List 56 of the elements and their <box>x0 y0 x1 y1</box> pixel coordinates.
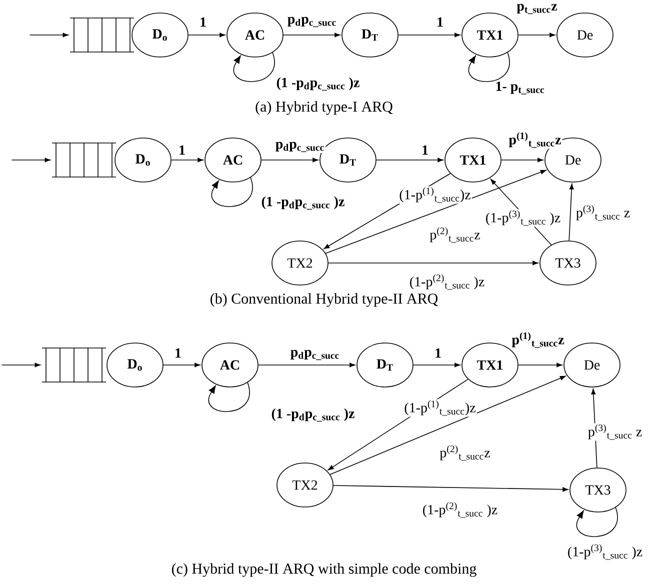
arrow <box>325 170 546 254</box>
edge-label: 1 <box>436 16 444 28</box>
queue-drawing <box>70 18 134 52</box>
arrow <box>11 158 50 162</box>
edge-label: 1 <box>434 347 442 359</box>
edge-label: (1-p$^{(2)}$$_{t_succ}$ )z <box>408 273 486 291</box>
arrow <box>328 260 538 266</box>
arrow <box>234 52 275 82</box>
arrow <box>568 184 574 242</box>
edge-label: 1 <box>198 16 208 28</box>
edge-label: p$^{(3)}$$_{t_succ}$ z <box>586 423 644 441</box>
edge-label: 1 <box>174 347 182 359</box>
arrow <box>468 52 510 82</box>
edge-label: (1-p$^{(2)}$$_{t_succ}$ )z <box>421 501 499 519</box>
arrow <box>163 362 200 368</box>
caption: (c) Hybrid type-II ARQ with simple code combing <box>172 563 476 577</box>
edge-label: p$_{d}$p$_{c_succ}$ <box>286 16 338 28</box>
edge-label: p$^{(2)}$$_{t_succ}$z <box>428 226 482 244</box>
edge-label: p$^{(1)}$$_{t_succ}$z <box>508 131 562 149</box>
edge-label: (1 -p$_{d}$p$_{c_succ}$ )z <box>260 195 346 211</box>
edge-label: p$^{(3)}$$_{t_succ}$ z <box>574 204 632 222</box>
arrow <box>258 362 356 368</box>
arrow <box>29 32 68 38</box>
arrow <box>208 382 250 412</box>
arrow <box>212 177 253 207</box>
edge-label: (1 -p$_{d}$p$_{c_succ}$ )z <box>275 76 361 92</box>
edge-label: (1-p$^{(1)}$$_{t_succ}$)z <box>398 186 472 204</box>
arrow <box>501 158 544 162</box>
arrow <box>188 32 226 38</box>
caption: (a) Hybrid type-I ARQ <box>256 101 393 115</box>
edge-label: p$_{d}$p$_{c_succ}$ <box>274 140 326 154</box>
edge-label: (1 -p$_{d}$p$_{c_succ}$ )z <box>270 407 356 423</box>
arrow <box>413 362 460 368</box>
arrow <box>330 376 566 475</box>
edge-label: 1 <box>178 144 186 156</box>
arrow <box>398 32 460 38</box>
queue-drawing <box>42 348 106 382</box>
arrow <box>333 485 568 492</box>
arrow <box>171 158 204 162</box>
edge-label: p$_{t_succ}$z <box>516 2 558 16</box>
arrow <box>1 362 40 368</box>
edge-label: (1-p$^{(1)}$$_{t_succ}$)z <box>403 399 477 417</box>
edge-label: (1-p$^{(3)}$$_{t_succ}$ )z <box>566 543 644 561</box>
edge-label: p$_{d}$p$_{c_succ}$ <box>289 348 341 362</box>
queue-drawing <box>52 142 116 178</box>
arrow <box>518 32 556 38</box>
arrow <box>376 158 444 162</box>
arrow <box>261 158 318 162</box>
edge-label: 1 <box>420 144 430 156</box>
arrow <box>576 507 618 537</box>
arrow <box>518 362 562 368</box>
edge-label: (1-p$^{(3)}$$_{t_succ}$ )z <box>484 209 562 227</box>
caption: (b) Conventional Hybrid type-II ARQ <box>210 293 438 307</box>
edge-label: 1- p$_{t_succ}$ <box>494 80 546 96</box>
arrow <box>283 32 340 38</box>
edge-label: p$^{(2)}$$_{t_succ}$z <box>438 444 492 462</box>
